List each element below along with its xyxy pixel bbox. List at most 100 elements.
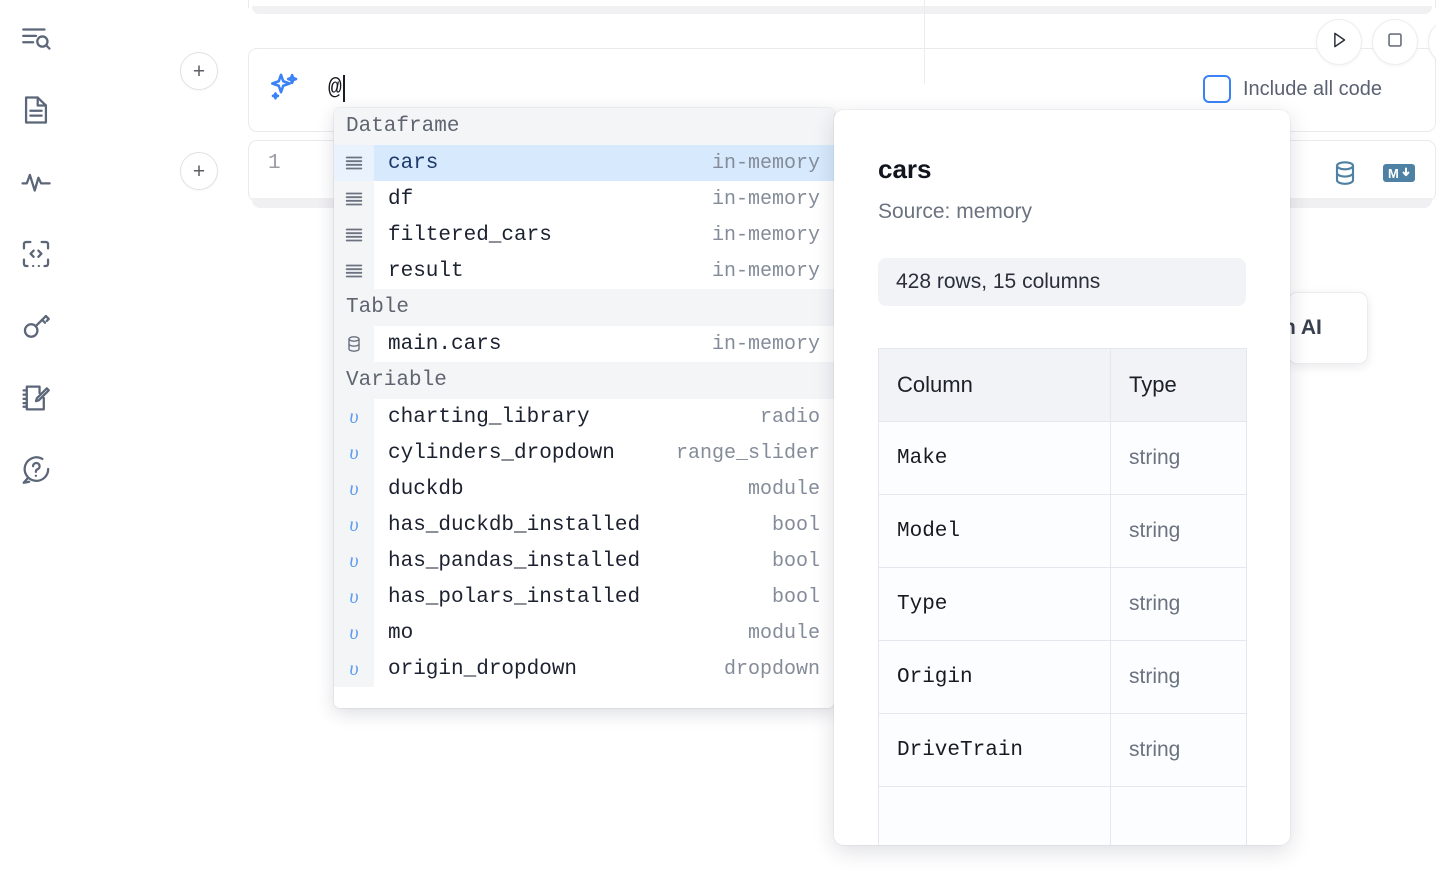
autocomplete-item-type: bool	[771, 513, 820, 537]
file-search-icon	[19, 21, 53, 55]
autocomplete-item[interactable]: υ has_polars_installed bool	[334, 579, 834, 615]
stop-icon	[1384, 29, 1406, 56]
schema-column-type: string	[1110, 640, 1247, 714]
variable-icon: υ	[334, 579, 374, 615]
autocomplete-group-header: Table	[334, 289, 834, 326]
dataframe-icon	[334, 181, 374, 217]
autocomplete-group-header: Dataframe	[334, 108, 834, 145]
autocomplete-item-name: has_pandas_installed	[388, 549, 641, 573]
plus-icon: +	[192, 59, 206, 83]
variable-icon: υ	[334, 543, 374, 579]
autocomplete-item[interactable]: main.cars in-memory	[334, 326, 834, 362]
autocomplete-item[interactable]: υ cylinders_dropdown range_slider	[334, 435, 834, 471]
autocomplete-item-name: cylinders_dropdown	[388, 441, 615, 465]
table-icon	[334, 326, 374, 362]
column-header-type: Type	[1110, 348, 1247, 422]
ai-prompt-input[interactable]: @	[328, 68, 908, 108]
schema-column-name: Make	[878, 421, 1111, 495]
include-all-code-control[interactable]: Include all code	[1203, 75, 1382, 103]
autocomplete-item-type: in-memory	[711, 259, 820, 283]
markdown-icon[interactable]: M	[1382, 161, 1416, 190]
add-cell-button-top[interactable]: +	[180, 52, 218, 90]
variable-icon: υ	[334, 507, 374, 543]
line-number: 1	[268, 152, 281, 175]
schema-column-type: string	[1110, 567, 1247, 641]
dataframe-icon	[334, 145, 374, 181]
dataframe-icon	[334, 253, 374, 289]
text-caret	[342, 74, 345, 102]
autocomplete-item-name: cars	[388, 151, 439, 175]
autocomplete-item-type: in-memory	[711, 332, 820, 356]
schema-column-type: string	[1110, 421, 1247, 495]
run-cell-button[interactable]	[1316, 19, 1362, 65]
database-icon[interactable]	[1330, 158, 1360, 193]
key-icon	[19, 309, 53, 343]
autocomplete-item[interactable]: filtered_cars in-memory	[334, 217, 834, 253]
sidebar-item-notebook[interactable]	[14, 88, 58, 132]
variable-icon: υ	[334, 615, 374, 651]
sidebar-item-scratchpad[interactable]	[14, 376, 58, 420]
code-snippet-icon	[19, 237, 53, 271]
autocomplete-item-type: radio	[759, 405, 820, 429]
schema-column-name: DriveTrain	[878, 713, 1111, 787]
schema-column-type: string	[1110, 494, 1247, 568]
generate-with-ai-label: h AI	[1289, 316, 1322, 339]
variable-icon: υ	[334, 399, 374, 435]
autocomplete-item[interactable]: υ has_pandas_installed bool	[334, 543, 834, 579]
sidebar-item-activity[interactable]	[14, 160, 58, 204]
sidebar-item-secrets[interactable]	[14, 304, 58, 348]
plus-icon: +	[192, 159, 206, 183]
sidebar-item-explore[interactable]	[14, 16, 58, 60]
schema-column-type: string	[1110, 713, 1247, 787]
autocomplete-item-type: in-memory	[711, 151, 820, 175]
notebook-edit-icon	[19, 381, 53, 415]
autocomplete-item-type: range_slider	[675, 441, 820, 465]
autocomplete-item-type: bool	[771, 549, 820, 573]
autocomplete-item-name: filtered_cars	[388, 223, 552, 247]
autocomplete-item-name: origin_dropdown	[388, 657, 578, 681]
autocomplete-item-type: in-memory	[711, 223, 820, 247]
preview-shape-badge: 428 rows, 15 columns	[878, 258, 1246, 306]
autocomplete-item-type: bool	[771, 585, 820, 609]
autocomplete-item-name: main.cars	[388, 332, 502, 356]
include-all-code-label: Include all code	[1243, 77, 1382, 100]
autocomplete-item[interactable]: cars in-memory	[334, 145, 834, 181]
activity-icon	[19, 165, 53, 199]
schema-column-type	[1110, 786, 1247, 845]
dataframe-preview-panel: cars Source: memory 428 rows, 15 columns…	[834, 110, 1290, 845]
schema-column-name: Origin	[878, 640, 1111, 714]
table-row	[878, 786, 1247, 845]
add-cell-button-bottom[interactable]: +	[180, 152, 218, 190]
generate-with-ai-chip[interactable]: h AI	[1288, 292, 1368, 364]
variable-icon: υ	[334, 471, 374, 507]
autocomplete-item-type: module	[747, 477, 820, 501]
autocomplete-group-header: Variable	[334, 362, 834, 399]
table-header-row: Column Type	[878, 348, 1247, 422]
variable-icon: υ	[334, 435, 374, 471]
autocomplete-item-name: has_polars_installed	[388, 585, 641, 609]
schema-column-name: Type	[878, 567, 1111, 641]
document-icon	[19, 93, 53, 127]
sidebar-item-help[interactable]	[14, 448, 58, 492]
stop-cell-button[interactable]	[1372, 19, 1418, 65]
autocomplete-item-type: in-memory	[711, 187, 820, 211]
column-header-column: Column	[878, 348, 1111, 422]
sidebar-rail	[0, 0, 72, 874]
include-all-code-checkbox[interactable]	[1203, 75, 1231, 103]
sidebar-item-snippets[interactable]	[14, 232, 58, 276]
